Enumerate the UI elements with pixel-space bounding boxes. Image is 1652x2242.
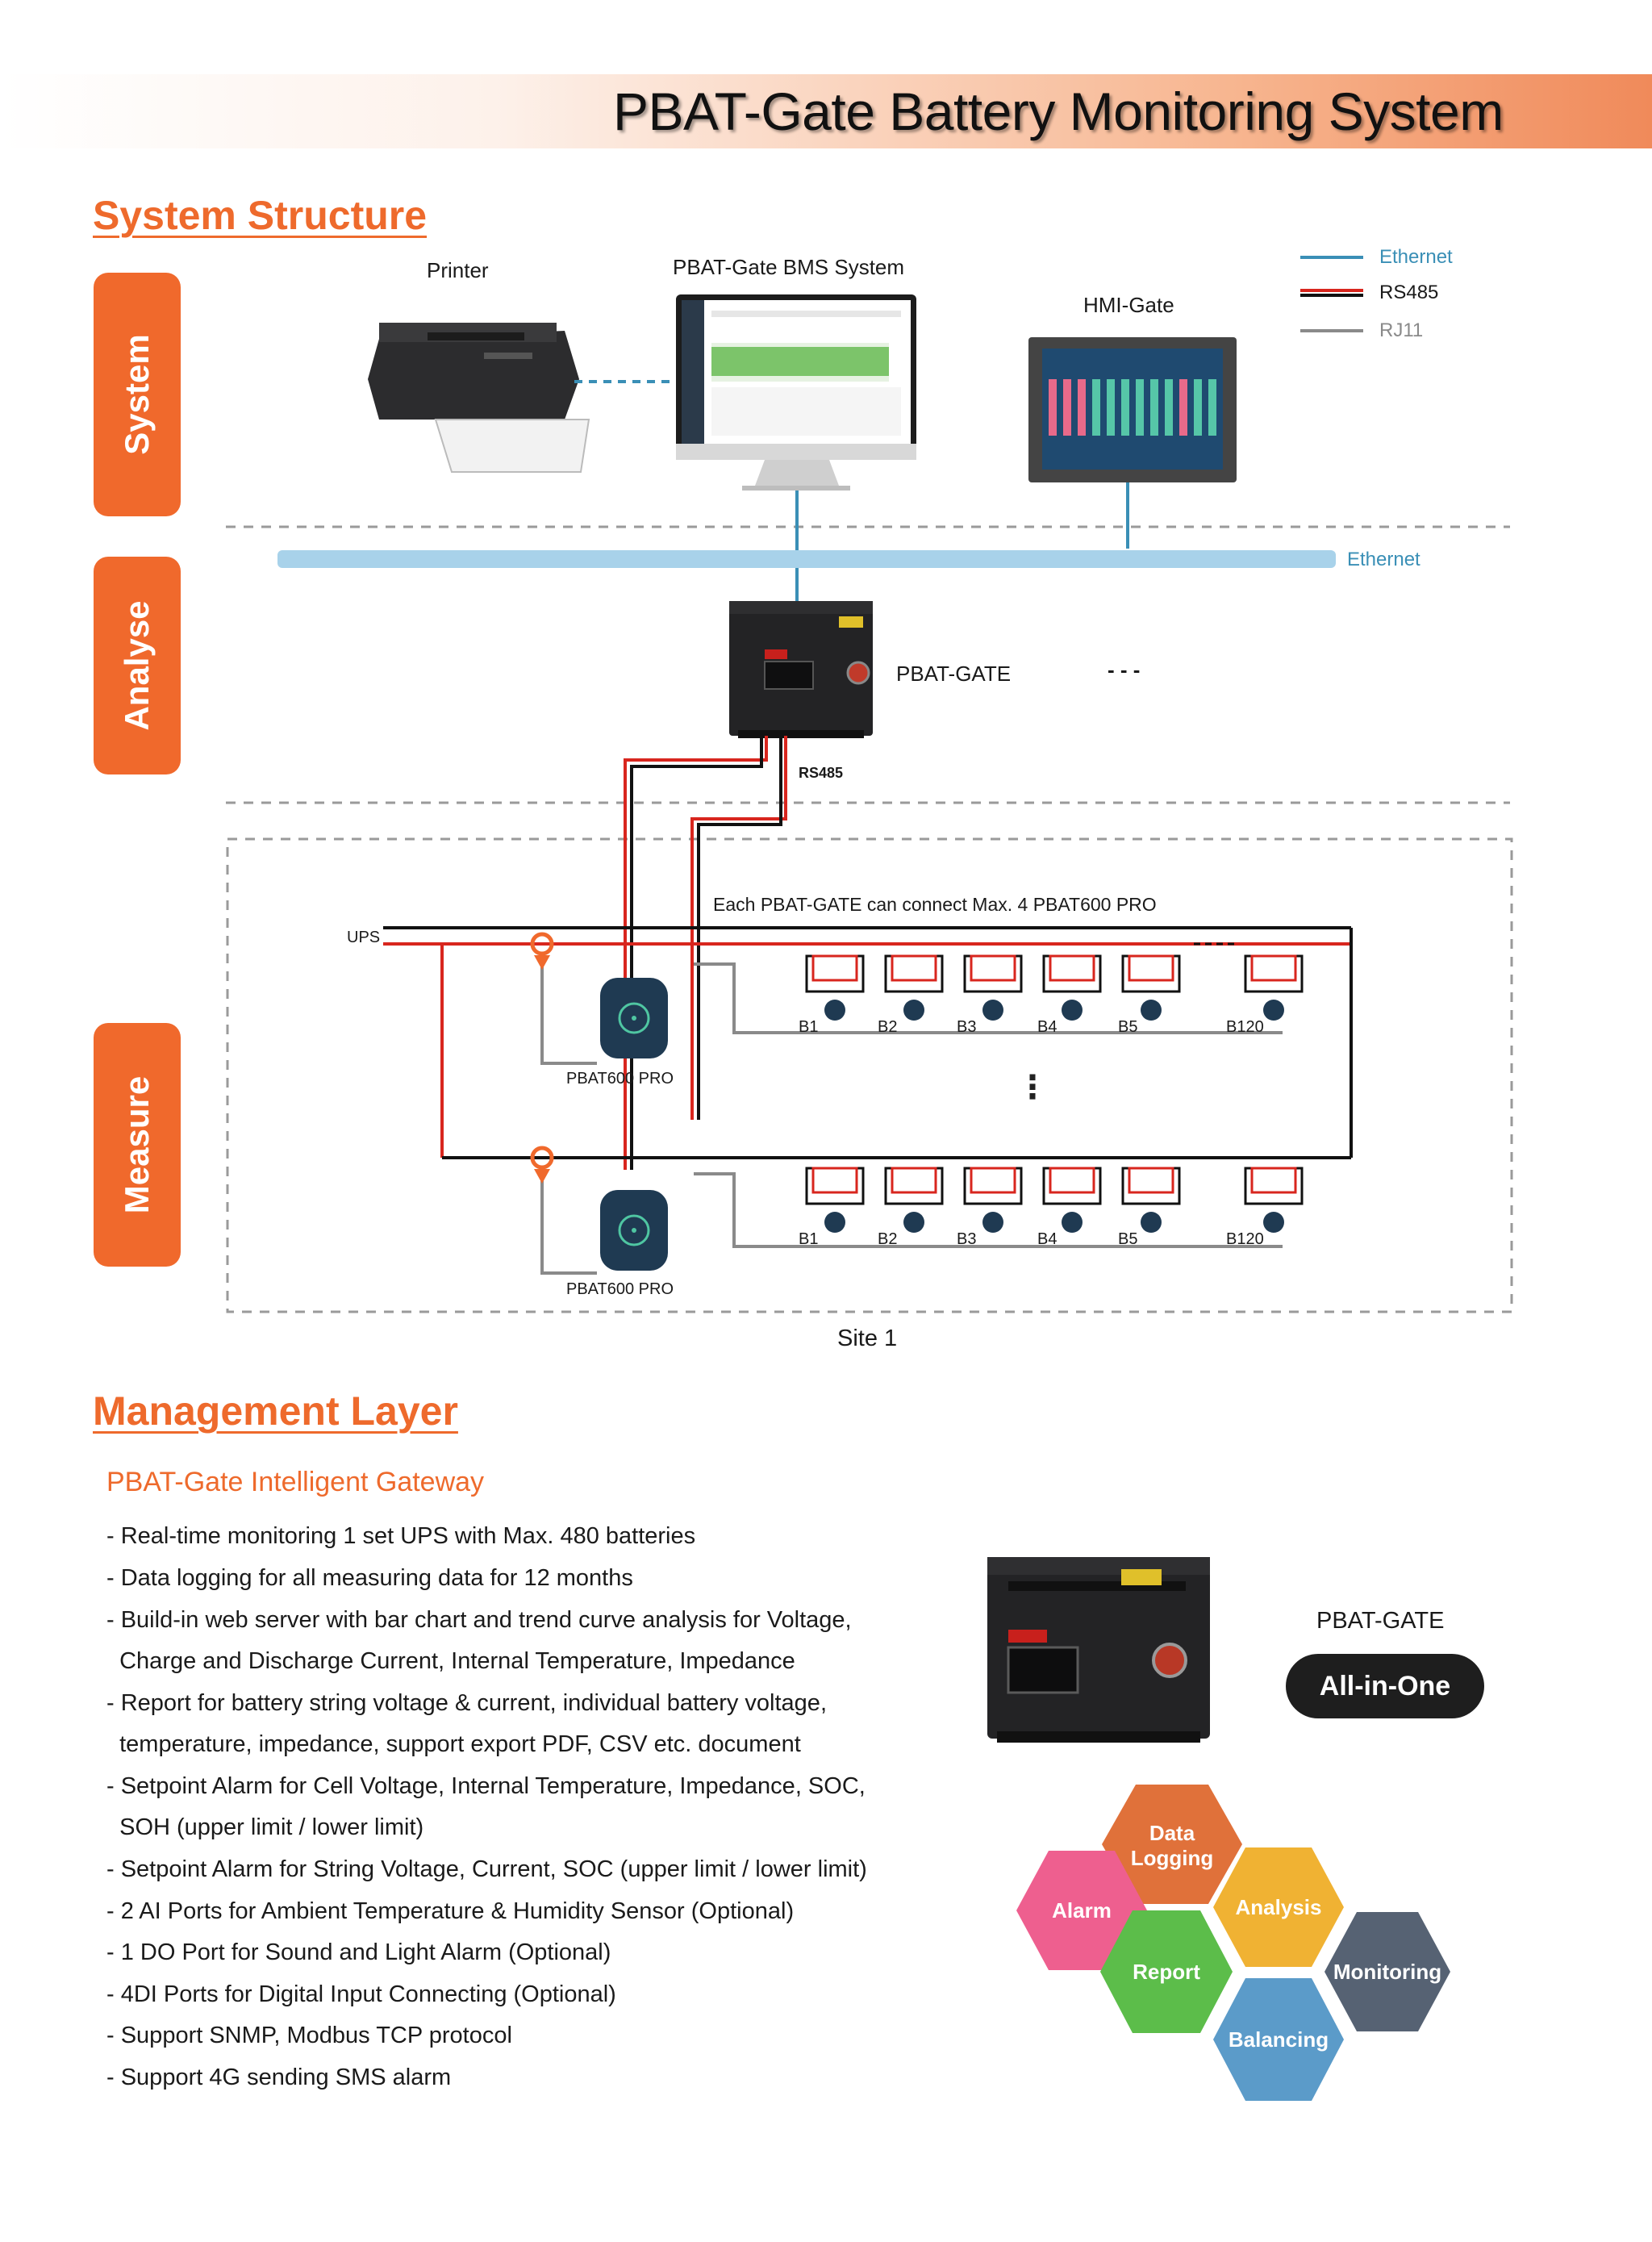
battery-cell bbox=[805, 1167, 865, 1233]
battery-cell bbox=[963, 954, 1023, 1021]
bms-system-label: PBAT-Gate BMS System bbox=[673, 255, 905, 279]
hmi-gate-icon bbox=[1028, 337, 1237, 482]
monitor-icon bbox=[676, 294, 916, 491]
battery-label: B5 bbox=[1118, 1018, 1138, 1036]
hex-label-analysis: Analysis bbox=[1236, 1895, 1322, 1919]
current-sensor-icon bbox=[530, 932, 554, 970]
battery-row-2 bbox=[805, 1167, 1304, 1233]
pbat600-pro-icon bbox=[600, 978, 668, 1058]
feature-item: - Data logging for all measuring data fo… bbox=[106, 1565, 633, 1591]
legend-ethernet: Ethernet bbox=[1379, 246, 1453, 268]
feature-item: - 2 AI Ports for Ambient Temperature & H… bbox=[106, 1898, 795, 1924]
battery-label: B4 bbox=[1037, 1230, 1058, 1248]
battery-label: B5 bbox=[1118, 1230, 1138, 1248]
all-in-one-badge: All-in-One bbox=[1286, 1654, 1484, 1718]
feature-item: temperature, impedance, support export P… bbox=[106, 1731, 801, 1757]
section-heading-structure: System Structure bbox=[93, 193, 428, 238]
hexagon-balancing: Balancing bbox=[1213, 1978, 1344, 2101]
hex-label-data-logging: Data bbox=[1149, 1821, 1195, 1845]
vertical-ellipsis: ⋮ bbox=[1016, 1070, 1049, 1105]
title-banner bbox=[0, 74, 1652, 148]
site-boundary bbox=[226, 837, 1513, 1313]
battery-cell bbox=[1121, 1167, 1181, 1233]
ups-label: UPS bbox=[347, 929, 381, 946]
pbat600-pro-label-1: PBAT600 PRO bbox=[566, 1070, 674, 1088]
hexagon-monitoring: Monitoring bbox=[1325, 1912, 1450, 2031]
feature-hexagons: Data Logging Alarm Analysis Report Monit… bbox=[1016, 1785, 1450, 2101]
hex-label-report: Report bbox=[1133, 1960, 1200, 1984]
rs485-cabling bbox=[624, 736, 787, 1170]
feature-item: - Setpoint Alarm for String Voltage, Cur… bbox=[106, 1856, 867, 1882]
battery-cell bbox=[963, 1167, 1023, 1233]
battery-label: B3 bbox=[957, 1018, 977, 1036]
feature-item: - 1 DO Port for Sound and Light Alarm (O… bbox=[106, 1939, 611, 1965]
feature-item: SOH (upper limit / lower limit) bbox=[106, 1814, 424, 1840]
feature-item: - Report for battery string voltage & cu… bbox=[106, 1690, 827, 1716]
battery-cell bbox=[1121, 954, 1181, 1021]
string-1-wiring bbox=[383, 926, 1353, 1159]
battery-label: B1 bbox=[799, 1230, 819, 1248]
feature-item: - Real-time monitoring 1 set UPS with Ma… bbox=[106, 1523, 696, 1549]
hex-label-data-logging-2: Logging bbox=[1131, 1846, 1214, 1870]
pbat600-pro-icon bbox=[600, 1190, 668, 1271]
ethernet-bus bbox=[277, 550, 1336, 568]
pbat600-pro-label-2: PBAT600 PRO bbox=[566, 1280, 674, 1298]
hexagon-alarm: Alarm bbox=[1016, 1851, 1147, 1970]
printer-label: Printer bbox=[427, 258, 489, 282]
battery-label: B120 bbox=[1226, 1018, 1264, 1036]
printer-icon bbox=[368, 323, 590, 473]
feature-item: - 4DI Ports for Digital Input Connecting… bbox=[106, 1981, 616, 2007]
battery-label: B2 bbox=[878, 1018, 898, 1036]
more-gates-dashes: - - - bbox=[1108, 658, 1141, 682]
battery-cell bbox=[884, 1167, 944, 1233]
pbat-gate-label: PBAT-GATE bbox=[896, 662, 1012, 686]
battery-cell bbox=[1042, 1167, 1102, 1233]
feature-item: - Setpoint Alarm for Cell Voltage, Inter… bbox=[106, 1773, 866, 1799]
hex-label-alarm: Alarm bbox=[1052, 1898, 1112, 1923]
battery-cell bbox=[1042, 954, 1102, 1021]
site-label: Site 1 bbox=[837, 1326, 898, 1351]
hex-label-balancing: Balancing bbox=[1229, 2027, 1329, 2052]
ethernet-bus-label: Ethernet bbox=[1347, 549, 1420, 570]
feature-item: Charge and Discharge Current, Internal T… bbox=[106, 1648, 795, 1674]
battery-label: B1 bbox=[799, 1018, 819, 1036]
string-2-wiring bbox=[442, 1156, 1351, 1275]
layer-pill-analyse: Analyse bbox=[94, 557, 181, 774]
hexagon-data-logging: Data Logging bbox=[1102, 1785, 1242, 1904]
section-heading-management: Management Layer bbox=[93, 1388, 458, 1434]
battery-cell bbox=[805, 954, 865, 1021]
battery-label: B2 bbox=[878, 1230, 898, 1248]
legend-rj11: RJ11 bbox=[1379, 319, 1424, 341]
legend-rs485: RS485 bbox=[1379, 282, 1439, 303]
layer-pill-measure: Measure bbox=[94, 1023, 181, 1267]
battery-label: B120 bbox=[1226, 1230, 1264, 1248]
pbat-gate-device-icon bbox=[729, 601, 873, 738]
layer-pill-system: System bbox=[94, 273, 181, 516]
connection-note: Each PBAT-GATE can connect Max. 4 PBAT60… bbox=[713, 894, 1157, 915]
battery-cell bbox=[1244, 1167, 1304, 1233]
hmi-gate-label: HMI-Gate bbox=[1083, 293, 1174, 317]
feature-item: - Build-in web server with bar chart and… bbox=[106, 1607, 852, 1633]
system-structure-diagram bbox=[226, 256, 1513, 1313]
pbat-gate-large-icon bbox=[987, 1557, 1210, 1743]
battery-row-1 bbox=[805, 954, 1304, 1021]
gateway-subtitle: PBAT-Gate Intelligent Gateway bbox=[106, 1467, 485, 1497]
rs485-label: RS485 bbox=[799, 765, 844, 781]
battery-cell bbox=[1244, 954, 1304, 1021]
hex-label-monitoring: Monitoring bbox=[1333, 1960, 1441, 1984]
pbat-gate-device-label: PBAT-GATE bbox=[1316, 1608, 1445, 1634]
feature-item: - Support 4G sending SMS alarm bbox=[106, 2065, 452, 2090]
battery-label: B4 bbox=[1037, 1018, 1058, 1036]
battery-label: B3 bbox=[957, 1230, 977, 1248]
feature-item: - Support SNMP, Modbus TCP protocol bbox=[106, 2023, 512, 2048]
hexagon-report: Report bbox=[1100, 1910, 1233, 2033]
current-sensor-icon bbox=[530, 1146, 554, 1184]
battery-cell bbox=[884, 954, 944, 1021]
page-title: PBAT-Gate Battery Monitoring System bbox=[613, 81, 1504, 141]
hexagon-analysis: Analysis bbox=[1213, 1847, 1344, 1967]
